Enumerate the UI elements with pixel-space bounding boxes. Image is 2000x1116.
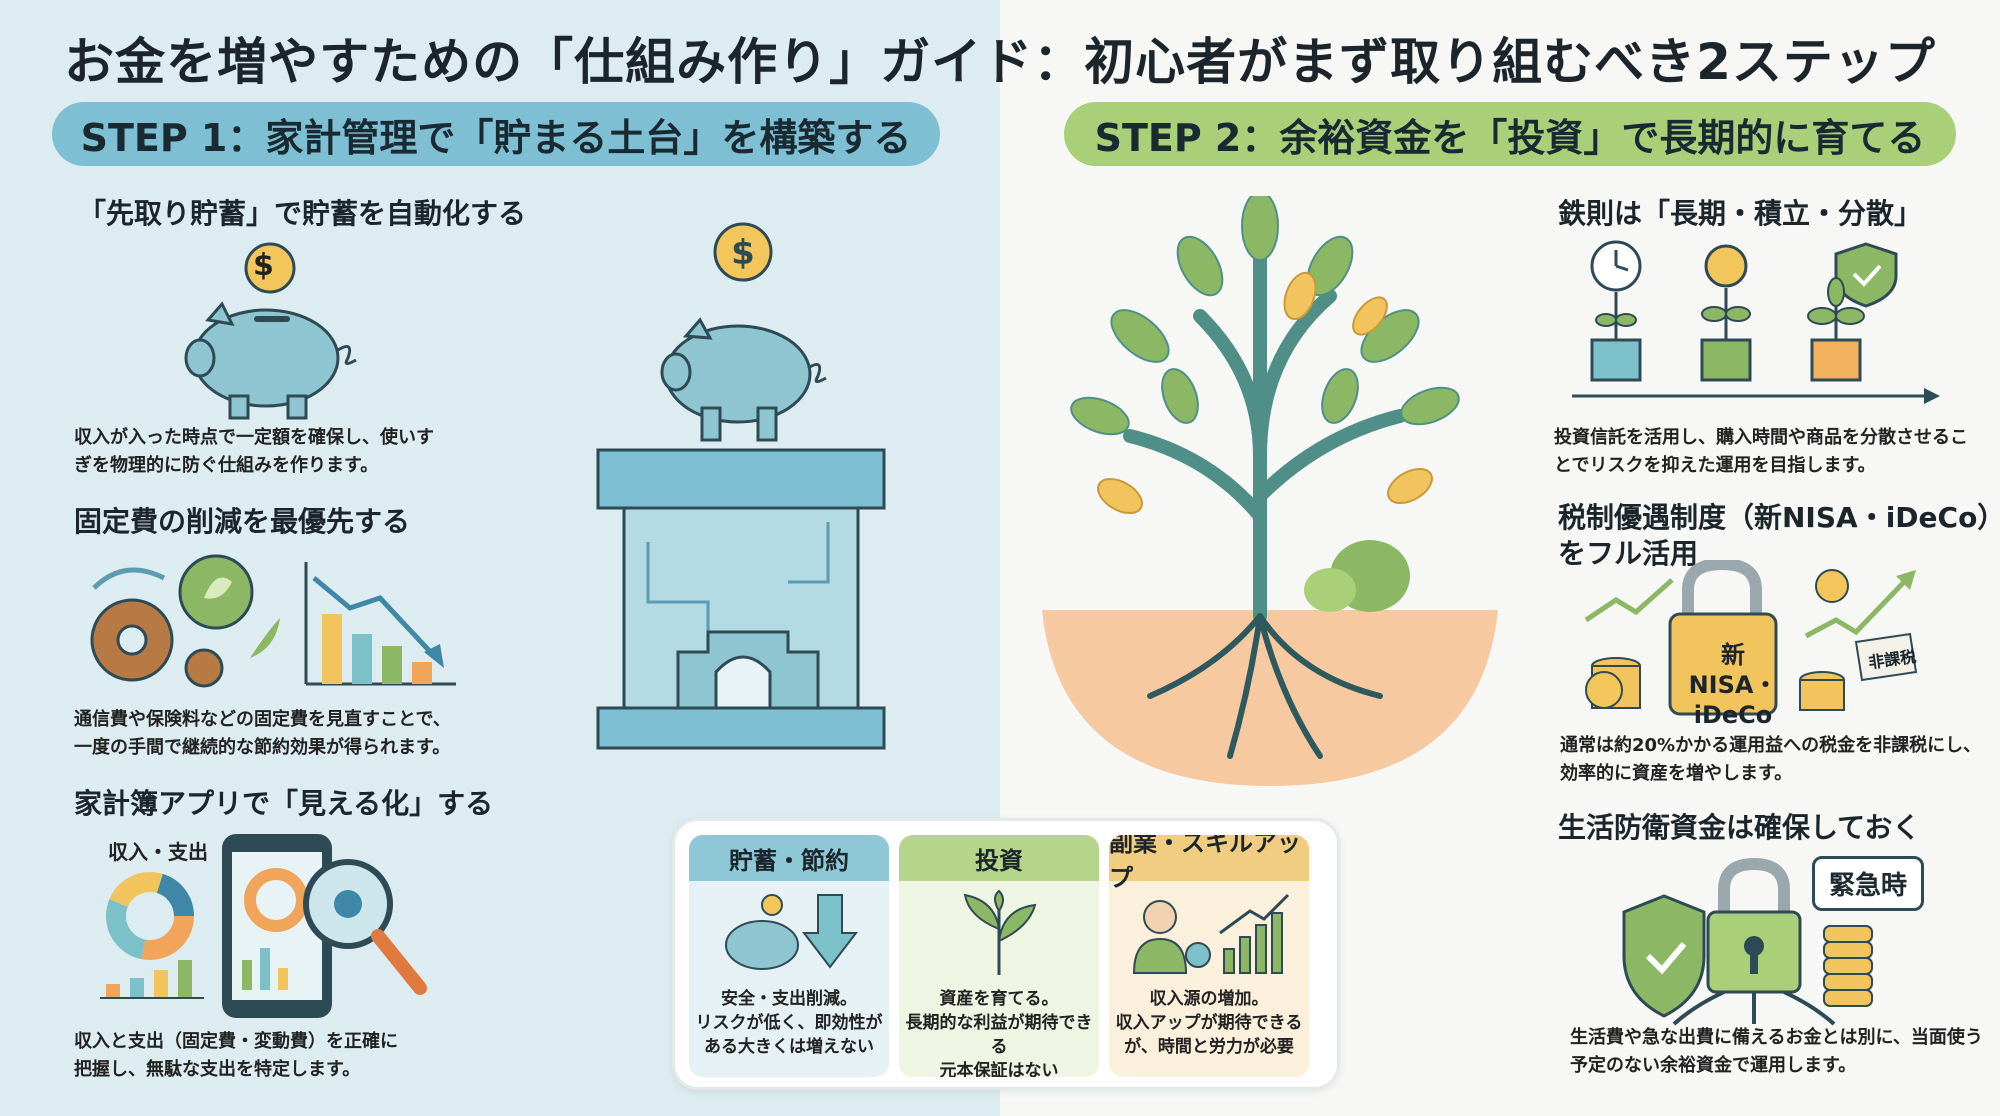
long-term-plants-icon [1572,240,1940,404]
bar-chart-icon [100,960,204,999]
card-side-job-text: 収入源の増加。 収入アップが期待できる が、時間と労力が必要 [1115,989,1303,1057]
desc-rules: 投資信託を活用し、購入時間や商品を分散させるこ とでリスクを抑えた運用を目指しま… [1554,427,1968,476]
desc-visualize: 収入と支出（固定費・変動費）を正確に 把握し、無駄な支出を特定します。 [74,1031,398,1080]
section-title-auto-saving: 「先取り貯蓄」で貯蓄を自動化する [78,197,527,230]
desc-fixed-cost: 通信費や保険料などの固定費を見直すことで、 一度の手間で継続的な節約効果が得られ… [74,709,451,758]
section-title-rules: 鉄則は「長期・積立・分散」 [1558,197,1923,230]
comparison-panel: 貯蓄・節約 安全・支出削減。 リスクが低く、即効性が ある大きくは増えない 投資… [672,818,1340,1090]
phone-magnifier-icon [222,834,427,1018]
nisa-lock-label: 新NISA・ iDeCo [1688,641,1778,729]
card-saving: 貯蓄・節約 安全・支出削減。 リスクが低く、即効性が ある大きくは増えない [689,835,889,1077]
section-title-tax: 税制優遇制度（新NISA・iDeCo） をフル活用 [1558,501,2000,570]
nisa-lock-icon [1584,560,1918,716]
step2-banner: STEP 2：余裕資金を「投資」で長期的に育てる [1064,102,1956,166]
income-expense-label: 収入・支出 [108,840,208,864]
desc-tax: 通常は約20%かかる運用益への税金を非課税にし、 効率的に資産を増やします。 [1560,735,1982,784]
desc-auto-saving: 収入が入った時点で一定額を確保し、使いす ぎを物理的に防ぐ仕組みを作ります。 [74,427,434,476]
card-investment-text: 資産を育てる。 長期的な利益が期待できる 元本保証はない [905,989,1093,1077]
card-saving-head: 貯蓄・節約 [689,835,889,881]
card-side-job: 副業・スキルアップ 収入源の増加。 収入アップが期待できる が、時間と労力が必要 [1109,835,1309,1077]
step1-banner: STEP 1：家計管理で「貯まる土台」を構築する [52,102,940,166]
declining-chart-icon [304,562,456,686]
section-title-emergency: 生活防衛資金は確保しておく [1558,811,1921,844]
card-investment-head: 投資 [899,835,1099,881]
coin-symbol: $ [253,248,274,283]
card-side-job-head: 副業・スキルアップ [1109,835,1309,892]
svg-text:$: $ [731,233,755,273]
donut-chart-icon [106,872,194,960]
gear-icon [90,554,280,688]
desc-emergency: 生活費や急な出費に備えるお金とは別に、当面使う 予定のない余裕資金で運用します。 [1570,1027,1983,1076]
sprout-icon [963,889,1037,975]
person-growth-icon [1132,893,1290,974]
card-investment: 投資 資産を育てる。 長期的な利益が期待できる 元本保証はない [899,835,1099,1077]
piggy-down-arrow-icon [725,894,859,970]
page-title: お金を増やすための「仕組み作り」ガイド：初心者がまず取り組むべき2ステップ [64,33,1936,91]
tree-roots-illustration [1042,196,1498,786]
section-title-fixed-cost: 固定費の削減を最優先する [74,505,411,538]
section-title-visualize: 家計簿アプリで「見える化」する [74,787,494,820]
card-saving-text: 安全・支出削減。 リスクが低く、即効性が ある大きくは増えない [695,989,883,1057]
emergency-bubble: 緊急時 [1812,856,1925,911]
piggy-bank-icon [184,242,357,420]
emergency-fund-icon [1622,857,1873,1026]
foundation-pedestal-illustration: $ [596,222,886,750]
